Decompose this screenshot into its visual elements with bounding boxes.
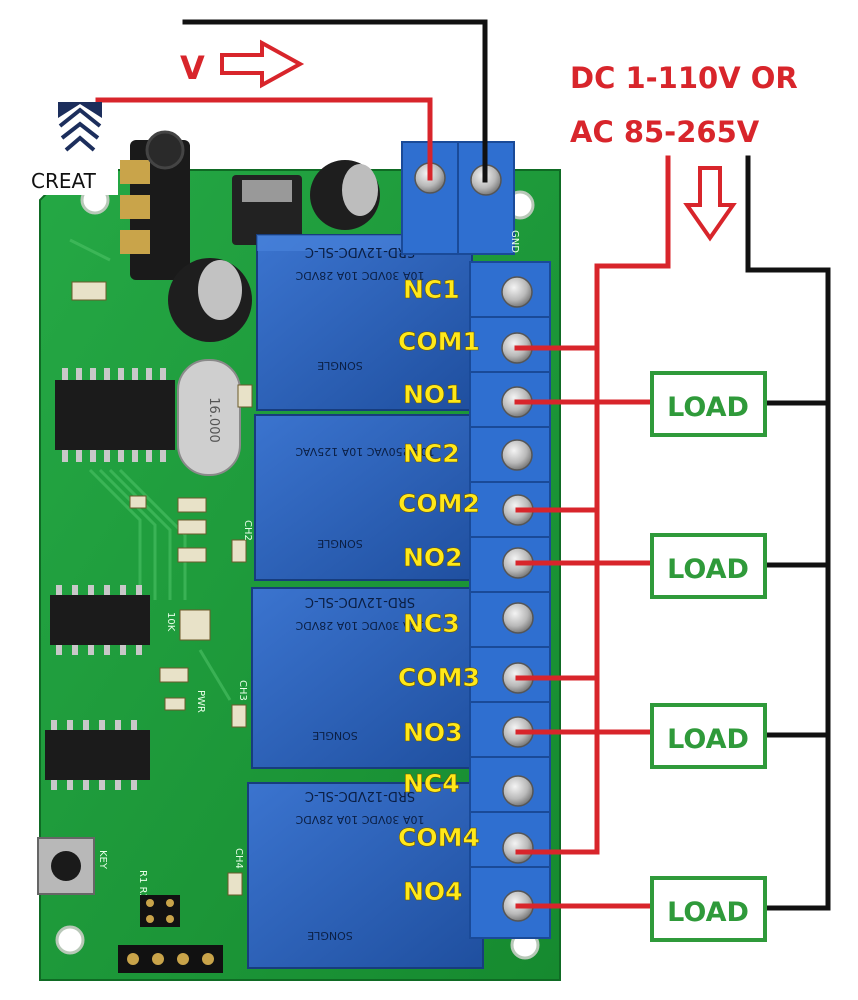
- load-1-label: LOAD: [667, 392, 749, 423]
- creat-logo-text: CREAT: [31, 169, 97, 193]
- terminal-labels: NC1 COM1 NO1 NC2 COM2 NO2 NC3 COM3 NO3 N…: [398, 275, 480, 907]
- label-nc2: NC2: [403, 439, 460, 468]
- ic-chip-3: [45, 720, 150, 790]
- relay-2-brand: SONGLE: [317, 537, 363, 550]
- right-arrow-icon: [220, 39, 305, 89]
- load-2-label: LOAD: [667, 554, 749, 585]
- smd-components: [71, 281, 253, 896]
- relay-prints: SRD-12VDC-SL-C 10A 30VDC 10A 28VDC SONGL…: [295, 244, 435, 942]
- screw-nc2: [501, 439, 533, 471]
- terminal-block-right: [469, 261, 551, 939]
- label-10k: 10K: [165, 612, 176, 632]
- relay-3-model: SRD-12VDC-SL-C: [305, 594, 415, 609]
- relay-4-rating: 10A 30VDC 10A 28VDC: [295, 813, 424, 826]
- label-nc4: NC4: [403, 769, 460, 798]
- ic-chip-2: [50, 585, 150, 655]
- key-button: [37, 837, 95, 895]
- label-gnd: GND: [509, 230, 520, 253]
- com-red-bus: [594, 155, 671, 855]
- load-4: LOAD: [650, 876, 767, 942]
- screw-nc4: [502, 775, 534, 807]
- label-nc3: NC3: [403, 609, 460, 638]
- label-com3: COM3: [398, 663, 480, 692]
- screw-nc3: [502, 602, 534, 634]
- label-com2: COM2: [398, 489, 480, 518]
- relay-1-brand: SONGLE: [317, 359, 363, 372]
- capacitor-1: [310, 160, 380, 230]
- label-key: KEY: [97, 850, 108, 870]
- label-ch3: CH3: [237, 680, 248, 701]
- power-red-wire: [95, 97, 433, 181]
- voltage-regulator: [232, 175, 302, 245]
- ic-chip-1: [55, 368, 175, 462]
- relay-2: [254, 414, 481, 581]
- label-no3: NO3: [403, 718, 463, 747]
- supply-line-2: AC 85-265V: [570, 115, 760, 149]
- label-com4: COM4: [398, 823, 480, 852]
- down-arrow-icon: [683, 166, 737, 242]
- load-1: LOAD: [650, 371, 767, 437]
- label-pwr: PWR: [195, 690, 206, 713]
- crystal-oscillator: 16.000: [177, 359, 241, 476]
- relay-3-rating: 10A 30VDC 10A 28VDC: [295, 619, 424, 632]
- return-black-bus: [745, 155, 831, 911]
- load-4-label: LOAD: [667, 897, 749, 928]
- pin-header-bottom: [118, 945, 223, 973]
- label-no4: NO4: [403, 877, 463, 906]
- label-ch4: CH4: [233, 848, 244, 869]
- load-3: LOAD: [650, 703, 767, 769]
- relay-3: [251, 587, 483, 769]
- crystal-label: 16.000: [206, 397, 221, 443]
- load-2: LOAD: [650, 533, 767, 599]
- screw-com4: [502, 832, 534, 864]
- label-r1r2: R1 R2: [137, 870, 148, 900]
- relay-4-model: SRD-12VDC-SL-C: [305, 788, 415, 803]
- capacitor-2: [168, 258, 252, 342]
- relay-1-model: SRD-12VDC-SL-C: [305, 244, 415, 259]
- relay-2-rating: 10A 250VAC 10A 125VAC: [295, 445, 435, 458]
- audio-jack: [120, 130, 190, 280]
- label-com1: COM1: [398, 327, 480, 356]
- power-voltage-fragment: V: [180, 49, 205, 87]
- power-wires: [95, 19, 488, 183]
- supply-label: DC 1-110V OR AC 85-265V: [570, 61, 798, 149]
- power-black-wire: [182, 19, 488, 183]
- relay-3-brand: SONGLE: [312, 729, 358, 742]
- label-nc1: NC1: [403, 275, 460, 304]
- relay-4-brand: SONGLE: [307, 929, 353, 942]
- creat-logo: CREAT: [28, 102, 118, 195]
- relay-1-rating: 10A 30VDC 10A 28VDC: [295, 269, 424, 282]
- relay-4: [247, 782, 484, 969]
- load-wiring: [514, 155, 831, 911]
- pin-header-small: [140, 895, 180, 927]
- label-ch2: CH2: [242, 520, 253, 541]
- label-no1: NO1: [403, 380, 463, 409]
- screw-nc1: [501, 276, 533, 308]
- supply-line-1: DC 1-110V OR: [570, 61, 798, 95]
- terminal-block-power: GND: [401, 141, 520, 255]
- load-3-label: LOAD: [667, 724, 749, 755]
- label-no2: NO2: [403, 543, 463, 572]
